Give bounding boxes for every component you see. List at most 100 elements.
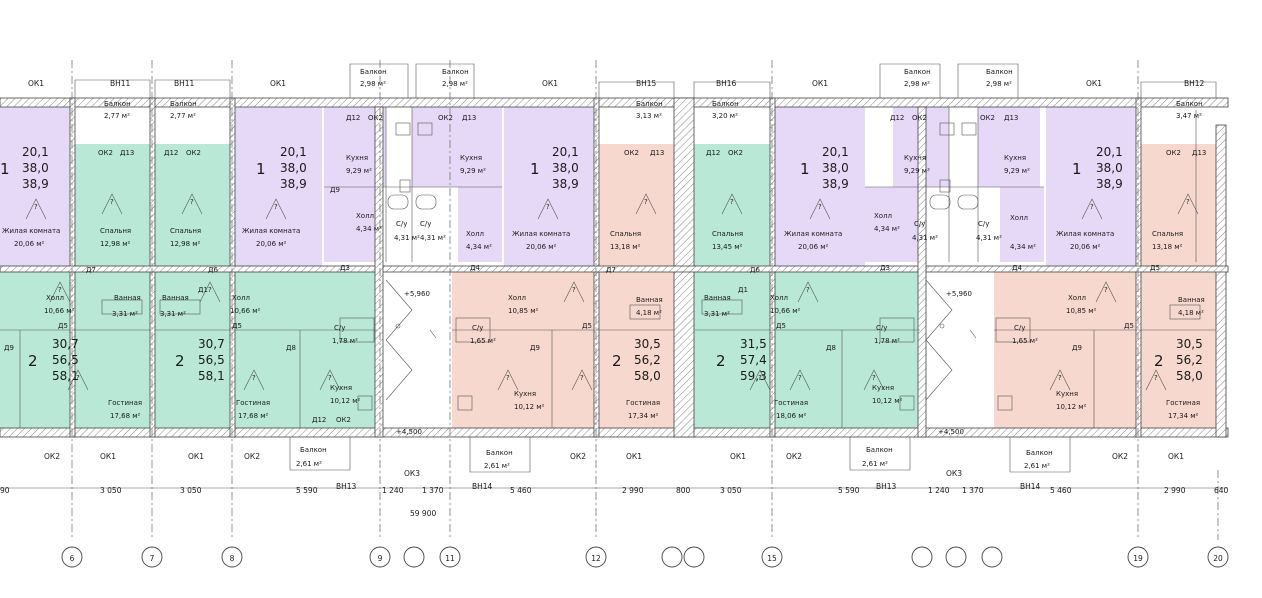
door-tag: ОК2: [1166, 149, 1181, 157]
window-label: ОК1: [730, 452, 746, 461]
door-tag: ОК2: [98, 149, 113, 157]
door-tag: Д9: [530, 344, 540, 352]
dimension: 1 370: [422, 486, 444, 495]
room-area: 17,34 м²: [628, 412, 659, 420]
door-tag: Д9: [1072, 344, 1082, 352]
gross-area: 38,9: [822, 177, 849, 191]
room-area: 10,66 м²: [770, 307, 801, 315]
dimension-total: 59 900: [410, 509, 436, 518]
axis-label: 7: [150, 554, 155, 563]
room-name: Холл: [232, 294, 250, 302]
room-name: Гостиная: [774, 399, 808, 407]
window-label: ОК1: [1086, 79, 1102, 88]
dimension: 1 240: [928, 486, 950, 495]
axis-label: 11: [445, 554, 455, 563]
balcony-label: Балкон: [300, 446, 327, 454]
dimension: 1 240: [382, 486, 404, 495]
room-area: 4,18 м²: [636, 309, 662, 317]
balcony-label: Балкон: [636, 100, 663, 108]
total-area: 38,0: [22, 161, 49, 175]
partitions: [0, 107, 1216, 428]
balcony-label: Балкон: [486, 449, 513, 457]
axis-7: 7: [141, 546, 163, 568]
room-count: 1: [530, 160, 540, 178]
living-area: 30,5: [634, 337, 661, 351]
window-label: ОК1: [812, 79, 828, 88]
door-tag: Д5: [776, 322, 786, 330]
balcony-label: Балкон: [104, 100, 131, 108]
axis-label: 12: [591, 554, 601, 563]
room-name: Жилая комната: [512, 230, 570, 238]
door-tag: Д13: [120, 149, 134, 157]
door-tag: Д7: [606, 266, 616, 274]
door-tag: Д3: [880, 264, 890, 272]
dimension: 640: [1214, 486, 1229, 495]
room-area: 4,34 м²: [1010, 243, 1036, 251]
apartment-2c: 2 30,5 56,2 58,0: [612, 337, 661, 383]
door-tag: ОК2: [728, 149, 743, 157]
room-area: 4,31 м²: [394, 234, 420, 242]
door-tag: Д9: [330, 186, 340, 194]
room-area: 10,12 м²: [872, 397, 903, 405]
room-name: Кухня: [1004, 154, 1026, 162]
room-area: 10,85 м²: [1066, 307, 1097, 315]
balcony-area: 2,98 м²: [360, 80, 386, 88]
balcony-area: 2,61 м²: [484, 462, 510, 470]
room-area: 17,68 м²: [110, 412, 141, 420]
door-tag: Д13: [1192, 149, 1206, 157]
apartment-1e: 1 20,1 38,0 38,9: [1072, 145, 1123, 191]
top-balconies-outline: [74, 63, 1217, 98]
balcony-area: 2,77 м²: [104, 112, 130, 120]
room-area: 10,85 м²: [508, 307, 539, 315]
door-tag: Д13: [1004, 114, 1018, 122]
axis-label: 15: [767, 554, 777, 563]
room-name: Ванная: [704, 294, 731, 302]
total-area: 56,5: [52, 353, 79, 367]
dimension: 2 990: [1164, 486, 1186, 495]
axis-19: 19: [1127, 546, 1149, 568]
balcony-label: Балкон: [712, 100, 739, 108]
fixtures: [101, 122, 1201, 411]
room-name: Спальня: [610, 230, 641, 238]
room-area: 3,31 м²: [160, 310, 186, 318]
room-name: Холл: [356, 212, 374, 220]
balcony-label: Балкон: [904, 68, 931, 76]
window-label: ОК1: [1168, 452, 1184, 461]
door-tag: Д9: [4, 344, 14, 352]
room-name: Гостиная: [1166, 399, 1200, 407]
window-label: ОК3: [946, 469, 962, 478]
room-name: Ванная: [162, 294, 189, 302]
balcony-label: Балкон: [986, 68, 1013, 76]
balcony-area: 2,61 м²: [1024, 462, 1050, 470]
door-tag: Д12: [346, 114, 360, 122]
dimension: 3 050: [180, 486, 202, 495]
axis-bubbles: 6 7 8 9 11 12 15 19 20: [61, 546, 1229, 568]
door-tag: Д5: [232, 322, 242, 330]
dimension: 90: [0, 486, 10, 495]
gross-area: 58,0: [634, 369, 661, 383]
room-name: Спальня: [712, 230, 743, 238]
door-tag: Д12: [706, 149, 720, 157]
balcony-label: Балкон: [170, 100, 197, 108]
top-window-labels: ОК1 ВН11 ВН11 ОК1 ОК1 ВН15 ВН16 ОК1 ОК1 …: [28, 79, 1205, 88]
room-area: 1,78 м²: [874, 337, 900, 345]
gross-area: 38,9: [22, 177, 49, 191]
room-area: 4,31 м²: [976, 234, 1002, 242]
apartment-1c: 1 20,1 38,0 38,9: [530, 145, 579, 191]
dimension: 1 370: [962, 486, 984, 495]
room-count: 2: [1154, 352, 1164, 370]
room-name: Жилая комната: [784, 230, 842, 238]
room-count: 2: [28, 352, 38, 370]
total-area: 38,0: [552, 161, 579, 175]
axis-9: 9: [369, 546, 391, 568]
window-label: ВН12: [1184, 79, 1205, 88]
balcony-area: 2,61 м²: [862, 460, 888, 468]
balcony-area: 2,98 м²: [986, 80, 1012, 88]
room-name: Спальня: [170, 227, 201, 235]
door-tags: Д12 ОК2 ОК2 Д13 Д12 ОК2 Д12 ОК2 ОК2 Д13 …: [4, 114, 1206, 424]
window-label: ОК2: [44, 452, 60, 461]
room-area: 20,06 м²: [256, 240, 287, 248]
room-area: 1,65 м²: [470, 337, 496, 345]
room-area: 9,29 м²: [904, 167, 930, 175]
